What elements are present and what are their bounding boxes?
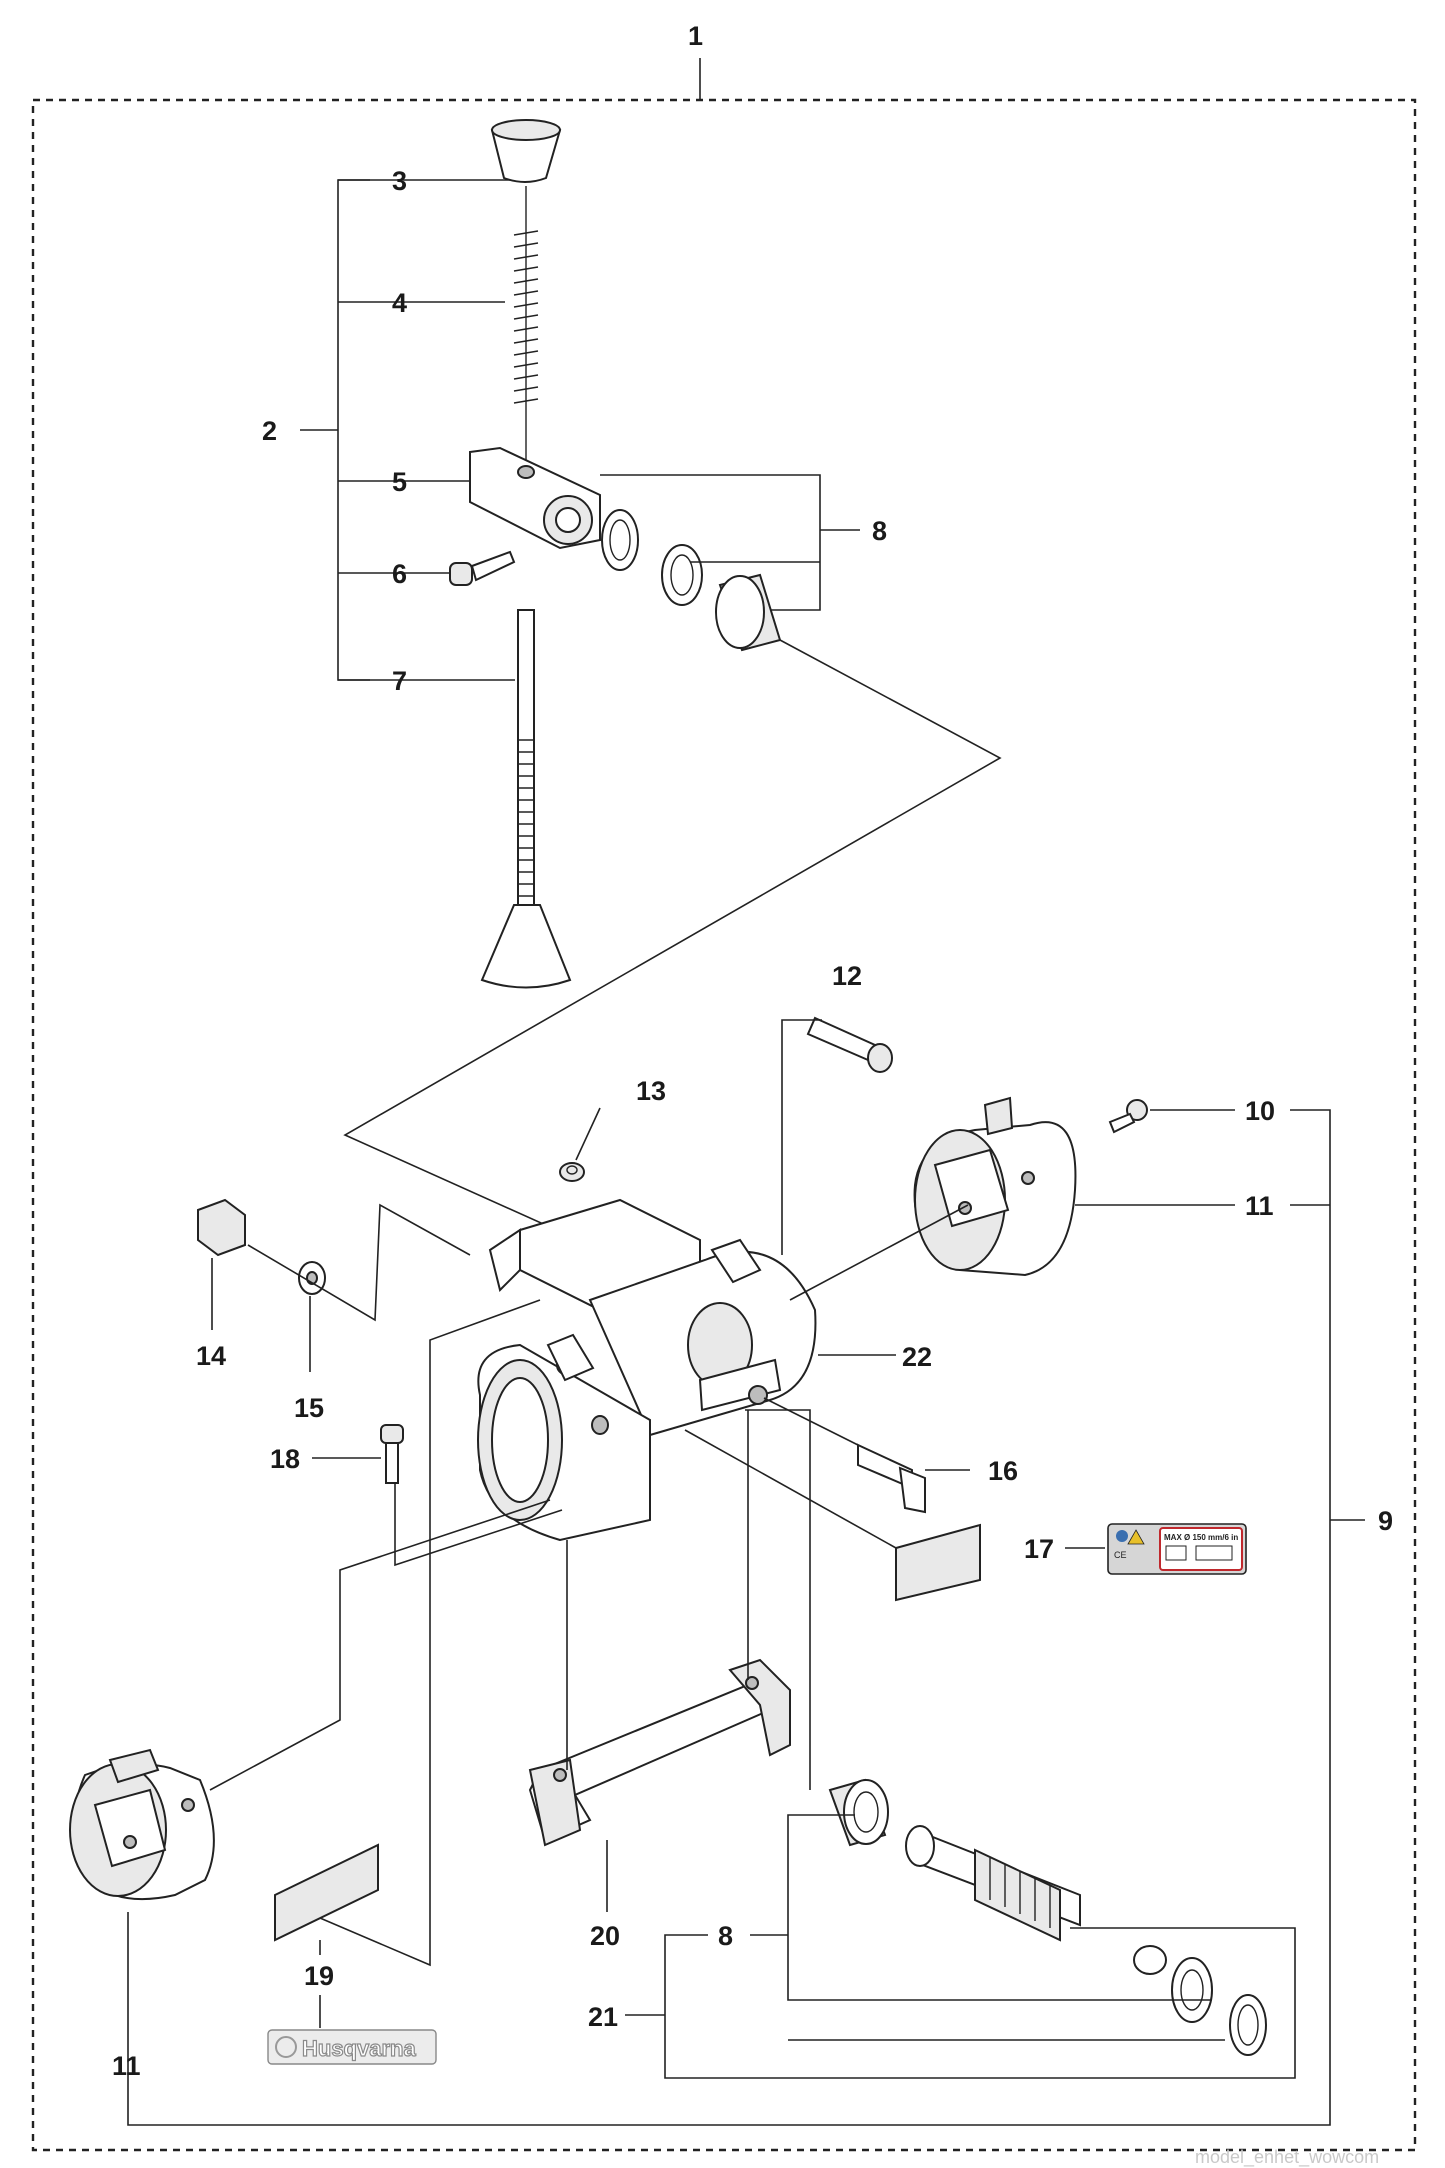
callout-9: 9 xyxy=(1378,1506,1393,1536)
callout-16: 16 xyxy=(988,1456,1018,1486)
connector-14 xyxy=(247,1203,471,1322)
bolt-part-12 xyxy=(806,1016,893,1073)
brand-decal-19: Husqvarna xyxy=(267,2029,437,2065)
decal-17-max-text: MAX Ø 150 mm/6 in xyxy=(1164,1533,1238,1542)
block-part-5 xyxy=(469,446,601,550)
leader-8b xyxy=(787,1814,1212,2001)
brand-decal-text: Husqvarna xyxy=(302,2036,416,2061)
handle-pin-part-16 xyxy=(857,1443,926,1514)
connector-18 xyxy=(394,1483,563,1567)
bracket-9 xyxy=(127,1109,1331,2126)
rod-part-7 xyxy=(480,609,572,989)
callout-13: 13 xyxy=(636,1076,666,1106)
connector-19 xyxy=(319,1299,541,1967)
callout-2: 2 xyxy=(262,416,277,446)
callout-6: 6 xyxy=(392,559,407,589)
callout-8-lower: 8 xyxy=(718,1921,733,1951)
screw-part-10 xyxy=(1108,1099,1148,1134)
side-cap-part-11-right xyxy=(913,1096,1077,1277)
connector-11b xyxy=(209,1499,551,1791)
bracket-2 xyxy=(337,179,370,681)
knob-part-3 xyxy=(490,119,562,183)
leader-12 xyxy=(781,1019,822,1255)
callout-17: 17 xyxy=(1024,1534,1054,1564)
leader-13 xyxy=(575,1107,601,1161)
connector-11a xyxy=(789,1204,969,1301)
decal-strip-part-17 xyxy=(895,1523,981,1602)
side-cap-part-11-left xyxy=(69,1748,215,1901)
callout-8-upper: 8 xyxy=(872,516,887,546)
screw-part-6 xyxy=(449,550,516,586)
callout-10: 10 xyxy=(1245,1096,1275,1126)
callout-19: 19 xyxy=(304,1961,334,1991)
callout-14: 14 xyxy=(196,1341,226,1371)
connector-shaft xyxy=(745,1409,811,1790)
callout-12: 12 xyxy=(832,961,862,991)
leader-8a xyxy=(600,474,821,611)
callout-21: 21 xyxy=(588,2002,618,2032)
connector-16 xyxy=(763,1397,859,1446)
callout-5: 5 xyxy=(392,467,407,497)
decal-17-ce-mark: CE xyxy=(1114,1550,1127,1560)
callout-22: 22 xyxy=(902,1342,932,1372)
callout-4: 4 xyxy=(392,288,407,318)
callout-15: 15 xyxy=(294,1393,324,1423)
connector-17 xyxy=(684,1429,897,1549)
bracket-21 xyxy=(664,1927,1296,2079)
spring-part-4 xyxy=(513,186,539,470)
callout-20: 20 xyxy=(590,1921,620,1951)
callout-3: 3 xyxy=(392,166,407,196)
watermark-text: model_enhet_wowcom xyxy=(1195,2147,1379,2168)
warning-decal-17: CE MAX Ø 150 mm/6 in xyxy=(1107,1523,1247,1575)
clamp-body-part-22 xyxy=(477,1198,817,1542)
nut-part-13 xyxy=(559,1162,585,1182)
connector-upper xyxy=(343,639,1002,1311)
shaft-assembly-part-21 xyxy=(828,1778,1267,2056)
washer-part-15 xyxy=(298,1261,326,1295)
assembly-boundary xyxy=(31,98,1417,2152)
ring-set-part-8 xyxy=(601,509,782,652)
callout-11-left: 11 xyxy=(112,2051,141,2081)
handle-part-20 xyxy=(528,1658,791,1847)
callout-1: 1 xyxy=(688,21,703,51)
callout-11-right: 11 xyxy=(1245,1191,1274,1221)
decal-strip-part-19 xyxy=(274,1843,379,1942)
bolt-part-18 xyxy=(380,1424,404,1484)
callout-7: 7 xyxy=(392,666,407,696)
callout-18: 18 xyxy=(270,1444,300,1474)
nut-part-14 xyxy=(197,1198,246,1257)
